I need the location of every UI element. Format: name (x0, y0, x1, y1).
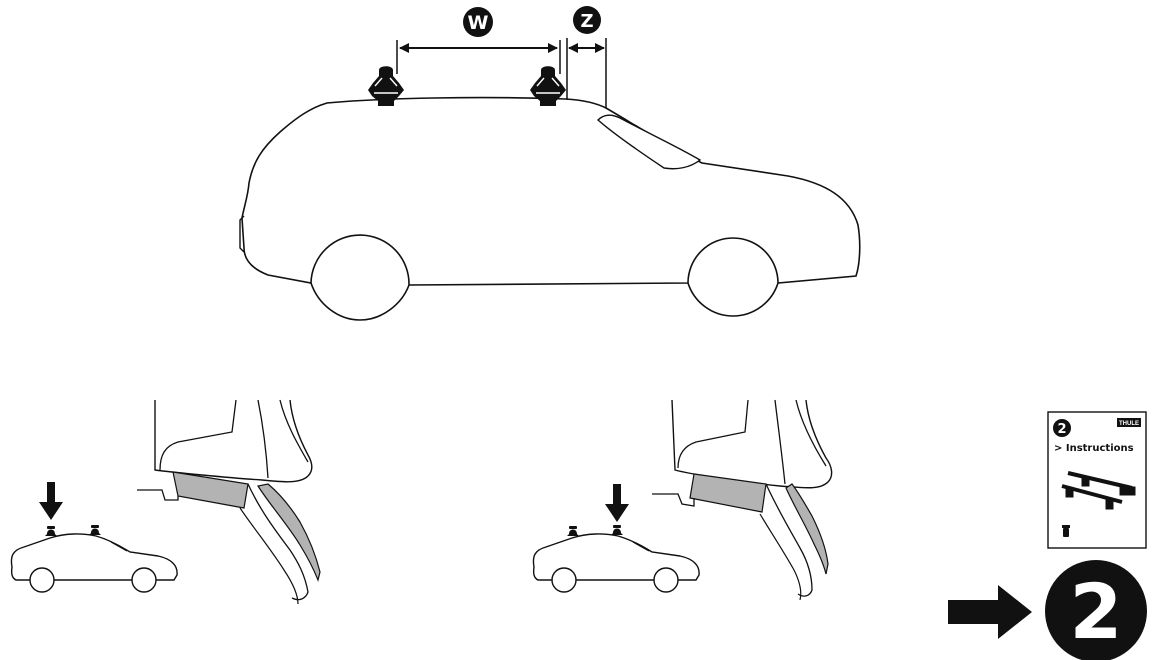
dimension-w: W (396, 7, 561, 74)
small-part-icon (1062, 525, 1070, 537)
small-car-rear-position (10, 482, 178, 593)
roof-rail-edge (652, 483, 813, 597)
small-foot-icon (89, 525, 101, 535)
door-seal (257, 483, 321, 582)
small-foot-icon (611, 525, 623, 535)
booklet-title: > Instructions (1054, 443, 1134, 454)
booklet-step-number: 2 (1057, 422, 1066, 437)
down-arrow-icon (605, 484, 629, 522)
dimension-z: Z (566, 6, 607, 108)
rear-bumper-edge (239, 215, 245, 253)
rubber-pad (689, 473, 767, 513)
dimension-w-badge (463, 7, 493, 37)
front-foot-detail (652, 399, 833, 601)
rear-foot-detail (137, 399, 321, 605)
small-car-front-position (532, 484, 700, 593)
rubber-pad (172, 471, 249, 509)
small-foot-icon (567, 526, 579, 536)
windshield (596, 114, 702, 170)
front-wheel-arc (687, 282, 779, 317)
foot-housing-outline (154, 399, 313, 483)
instruction-booklet: 2 THULE > Instructions (1047, 411, 1147, 549)
brand-logo (1117, 418, 1141, 427)
dimension-z-badge (573, 6, 601, 34)
roof-rack-bars-icon (1061, 471, 1136, 510)
roof-rail-edge (137, 483, 309, 601)
small-foot-icon (45, 526, 57, 536)
main-car-illustration (239, 96, 861, 321)
brand-logo-text: THULE (1119, 421, 1139, 427)
next-step-number: 2 (1070, 567, 1123, 656)
right-arrow-icon (948, 585, 1032, 639)
down-arrow-icon (39, 482, 63, 520)
dimension-w-label: W (468, 12, 489, 34)
rear-wheel-arc (310, 282, 410, 321)
booklet-step-badge (1053, 419, 1071, 437)
dimension-z-label: Z (580, 11, 593, 32)
next-step-badge: 2 (1045, 560, 1147, 660)
door-seal (785, 483, 829, 575)
car-body-outline (241, 96, 861, 286)
